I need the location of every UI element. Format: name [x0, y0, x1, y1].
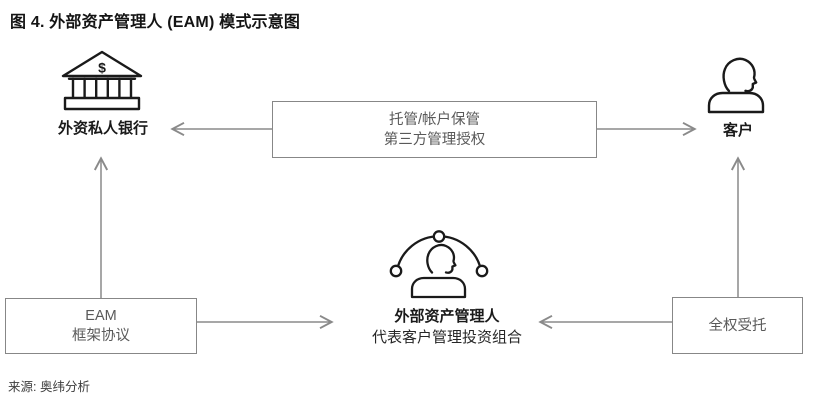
- figure-title: 图 4. 外部资产管理人 (EAM) 模式示意图: [10, 14, 301, 31]
- person-network-icon: [382, 225, 496, 299]
- dollar-sign: $: [98, 60, 106, 76]
- custody-box-line1: 托管/帐户保管: [388, 111, 481, 128]
- client-label: 客户: [722, 122, 753, 139]
- mandate-box: 全权受托: [672, 297, 803, 354]
- eam-agreement-line1: EAM: [85, 308, 117, 324]
- eam-agreement-box: EAM 框架协议: [5, 298, 197, 354]
- eam-manager-label: 外部资产管理人: [394, 308, 500, 325]
- source-note: 来源: 奥纬分析: [8, 380, 90, 394]
- bank-label: 外资私人银行: [57, 120, 148, 137]
- eam-agreement-line2: 框架协议: [72, 328, 130, 344]
- custody-box-line2: 第三方管理授权: [383, 131, 486, 148]
- eam-manager-sublabel: 代表客户管理投资组合: [371, 329, 522, 346]
- bank-icon: $: [56, 50, 148, 112]
- mandate-box-line1: 全权受托: [708, 317, 767, 334]
- custody-box: 托管/帐户保管 第三方管理授权: [272, 101, 597, 158]
- person-bust-icon: [702, 52, 770, 114]
